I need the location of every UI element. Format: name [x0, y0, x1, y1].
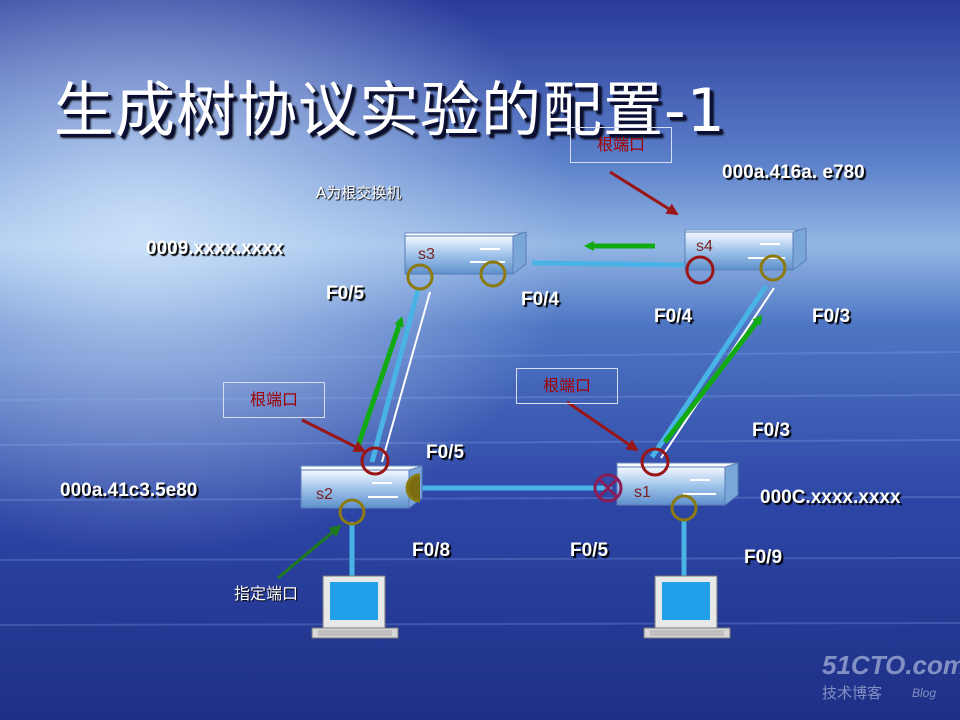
- pc-left[interactable]: [311, 575, 399, 639]
- link-s2-s3-a: [369, 289, 421, 463]
- port-label-s1-f03: F0/3: [752, 420, 791, 441]
- port-ring-s4-f03: [759, 254, 787, 282]
- port-label-s4-f04: F0/4: [654, 306, 693, 327]
- links: [349, 260, 775, 580]
- root-switch-note: A为根交换机: [316, 184, 402, 202]
- port-label-s1-f05: F0/5: [570, 540, 609, 561]
- port-ring-s3-f05: [406, 263, 434, 291]
- port-ring-s4-f04-root: [685, 255, 715, 285]
- port-label-s2-f08: F0/8: [412, 540, 451, 561]
- callout-arrow-s1-root: [566, 400, 639, 452]
- port-ring-s2-f08: [338, 498, 366, 526]
- bpdu-arrow-s2-to-s3: [353, 316, 404, 453]
- callout-arrow-s4-root: [609, 170, 679, 216]
- port-label-s2-f05: F0/5: [426, 442, 465, 463]
- switch-s4-mac: 000a.416a. e780: [722, 162, 865, 183]
- watermark-blog: Blog: [912, 686, 937, 700]
- port-ring-s1-f03-root: [640, 447, 670, 477]
- bpdu-arrow-s1-to-s4: [663, 314, 763, 444]
- blocked-port-icon: [593, 473, 623, 503]
- switch-s2-name: s2: [316, 486, 333, 503]
- watermark-brand: 51CTO.com: [822, 650, 960, 680]
- switch-s2[interactable]: [300, 465, 423, 510]
- callout-arrow-s2-designated: [277, 524, 342, 580]
- port-label-s3-f05: F0/5: [326, 283, 365, 304]
- switch-s4[interactable]: [684, 227, 807, 272]
- callout-s4-root-port: 根端口: [570, 127, 672, 163]
- switch-s3-mac: 0009.xxxx.xxxx: [146, 238, 284, 259]
- port-ring-s3-f04: [479, 260, 507, 288]
- switch-s3[interactable]: [404, 231, 527, 276]
- switch-s1-name: s1: [634, 484, 651, 501]
- pc-right[interactable]: [643, 575, 731, 639]
- bpdu-arrows: [353, 241, 763, 453]
- callout-arrow-s2-root: [301, 418, 366, 453]
- port-label-s1-f09: F0/9: [744, 547, 783, 568]
- switch-s4-name: s4: [696, 238, 713, 255]
- port-label-s3-f04: F0/4: [521, 289, 560, 310]
- port-ring-s2-f05-half: [405, 473, 421, 503]
- port-rings: [338, 254, 787, 526]
- switch-s1[interactable]: [616, 462, 739, 507]
- switch-s1-mac: 000C.xxxx.xxxx: [760, 487, 901, 508]
- link-s2-s3-b: [381, 291, 431, 463]
- callout-s1-root-port: 根端口: [516, 368, 618, 404]
- callout-s2-root-port: 根端口: [223, 382, 325, 418]
- port-label-s4-f03: F0/3: [812, 306, 851, 327]
- watermark-sub: 技术博客: [822, 684, 883, 702]
- port-ring-s2-f05-root: [360, 446, 390, 476]
- switch-s2-mac: 000a.41c3.5e80: [60, 480, 198, 501]
- link-s3-s4: [531, 260, 687, 268]
- link-s1-s4-a: [649, 284, 769, 459]
- callout-s2-designated-port: 指定端口: [234, 584, 299, 603]
- switch-s3-name: s3: [418, 246, 435, 263]
- slide-title: 生成树协议实验的配置-1: [54, 76, 726, 146]
- port-ring-s1-f09: [670, 494, 698, 522]
